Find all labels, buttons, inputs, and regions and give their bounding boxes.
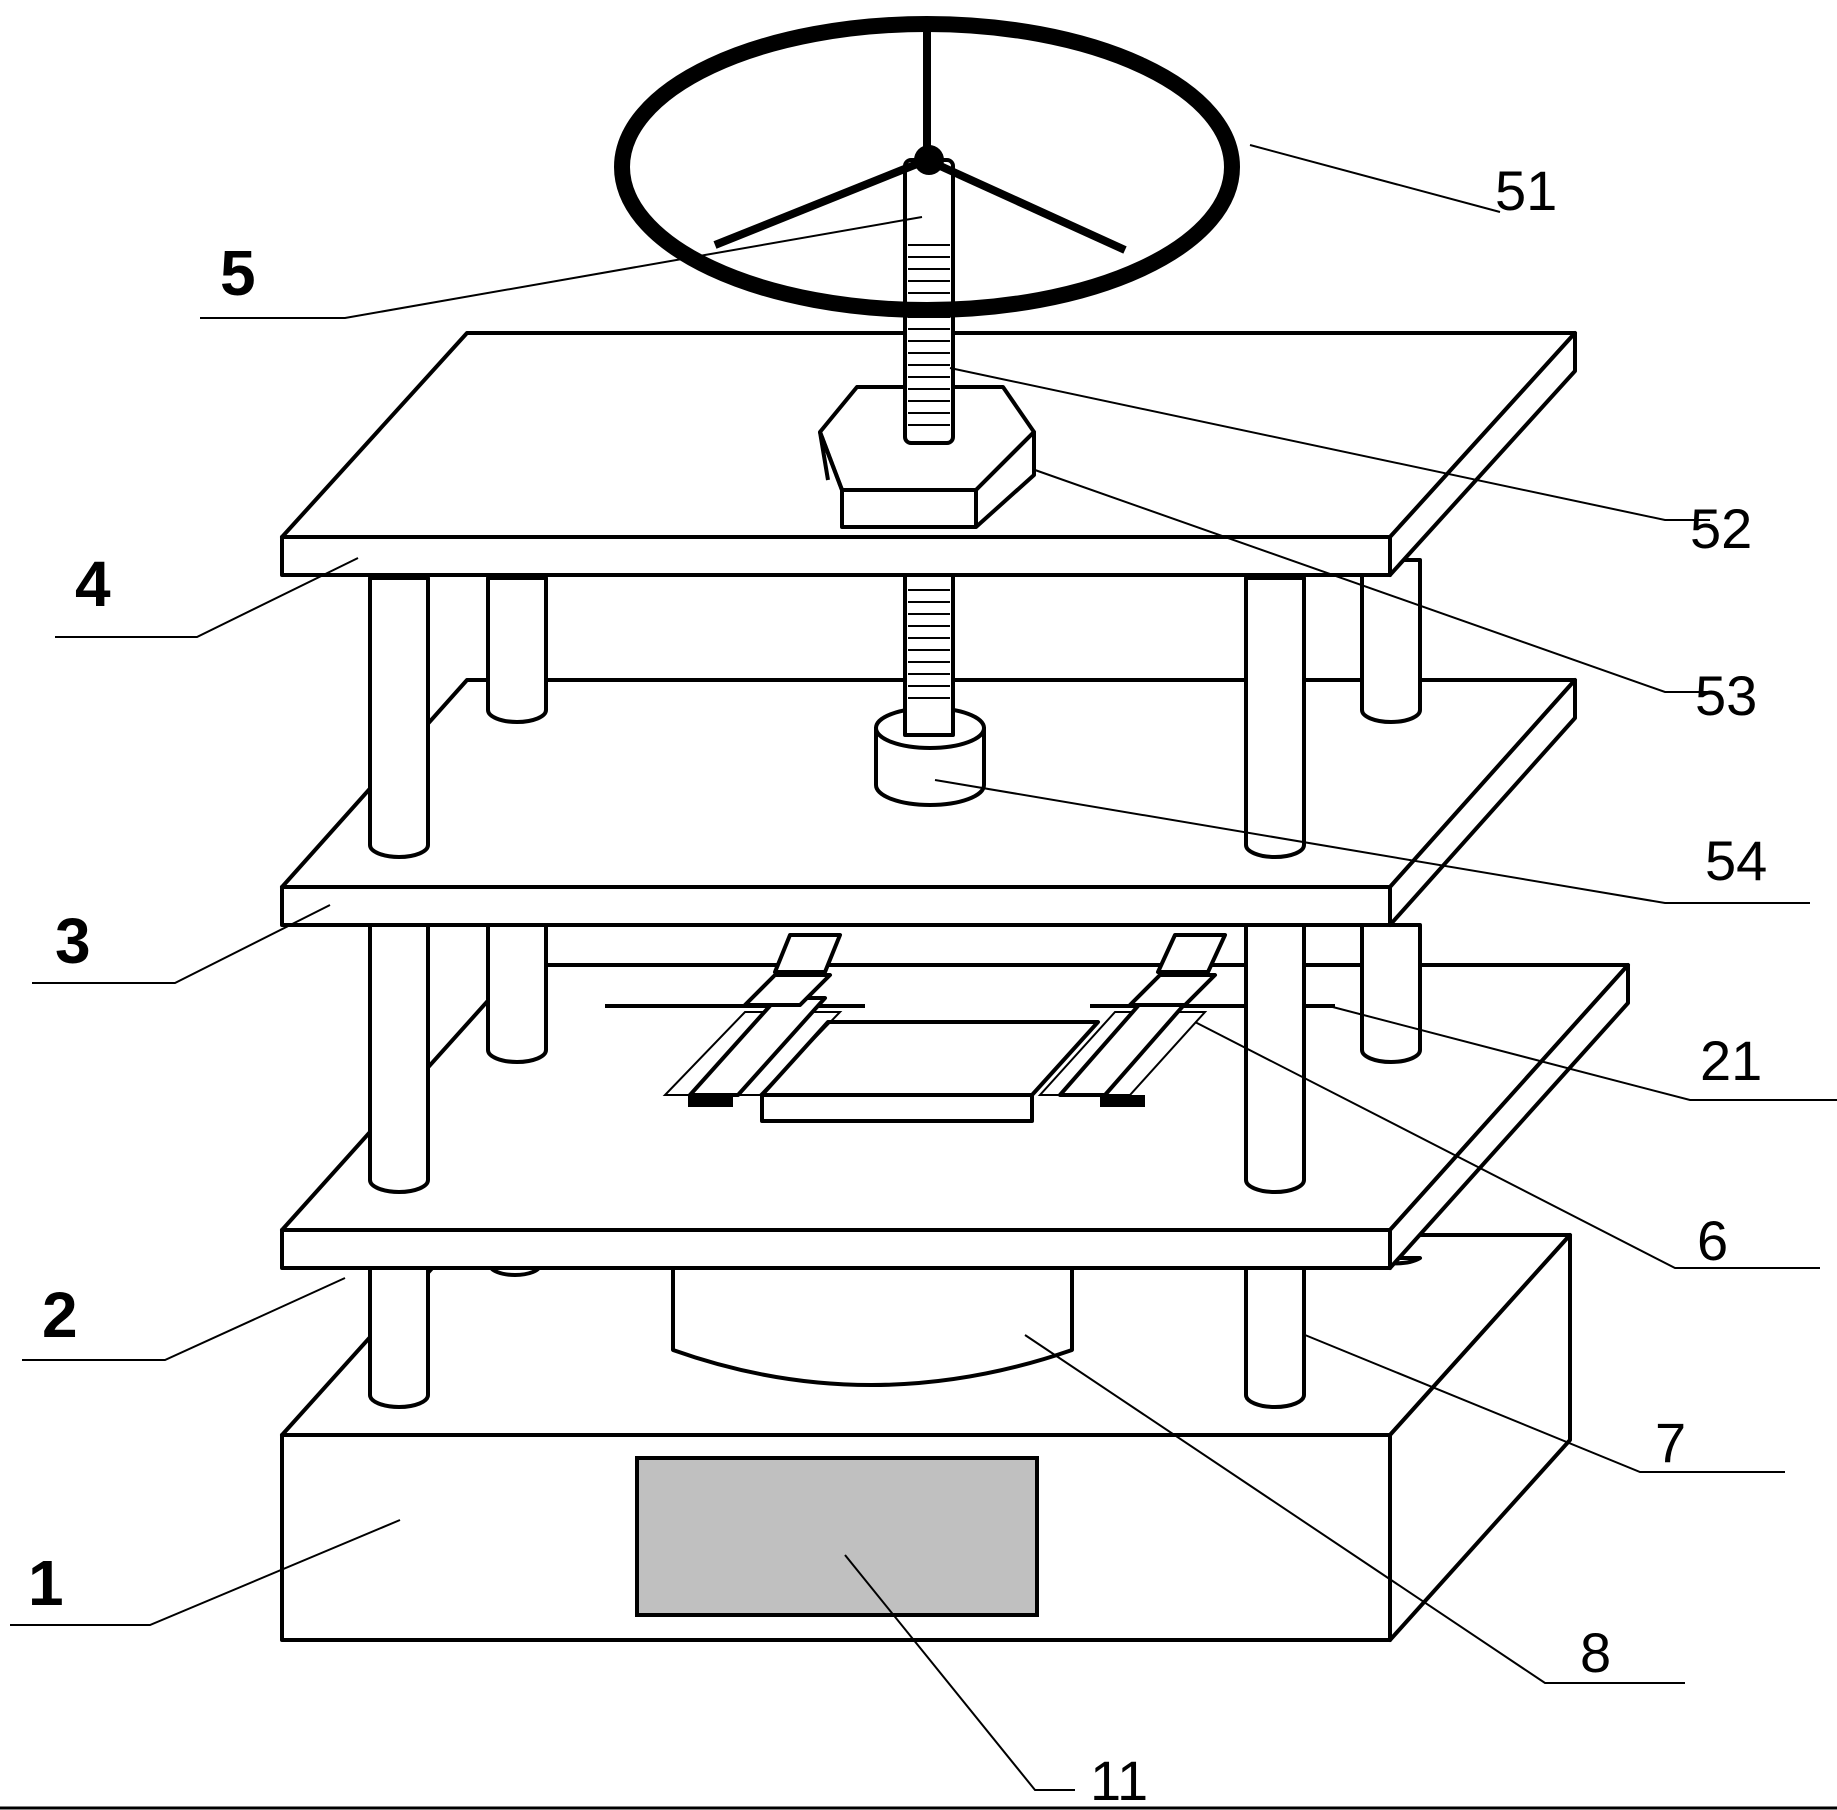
upper-plate <box>280 331 1577 577</box>
display-panel <box>635 1456 1039 1617</box>
handwheel <box>614 16 1240 318</box>
guide-columns-upper <box>368 558 1422 859</box>
label-cylinder: 8 <box>1580 1621 1611 1684</box>
label-press-head: 54 <box>1705 829 1767 892</box>
cylinder <box>671 1260 1074 1387</box>
label-handwheel: 51 <box>1495 159 1557 222</box>
label-lower-plate: 2 <box>42 1279 78 1351</box>
label-guide-column: 7 <box>1655 1411 1686 1474</box>
guide-columns-middle <box>368 923 1422 1194</box>
label-base: 1 <box>28 1547 64 1619</box>
label-display-panel: 11 <box>1090 1749 1148 1810</box>
screw-rod-upper <box>903 158 955 445</box>
guide-columns-lower <box>368 1256 1422 1409</box>
label-clamp: 6 <box>1697 1209 1728 1272</box>
label-middle-plate: 3 <box>55 905 91 977</box>
label-upper-plate: 4 <box>75 548 111 620</box>
labels: 1 11 2 21 3 4 5 51 52 53 54 6 7 8 <box>28 159 1767 1810</box>
label-nut: 53 <box>1695 664 1757 727</box>
clamp-right <box>1037 933 1227 1107</box>
screw-rod-lower <box>903 573 955 737</box>
label-slide-rail: 21 <box>1700 1029 1762 1092</box>
clamp-left <box>662 933 843 1107</box>
leader-lines <box>10 144 1837 1791</box>
workpiece <box>760 1020 1100 1123</box>
label-screw-rod: 52 <box>1690 497 1752 560</box>
label-press-assembly: 5 <box>220 237 256 309</box>
